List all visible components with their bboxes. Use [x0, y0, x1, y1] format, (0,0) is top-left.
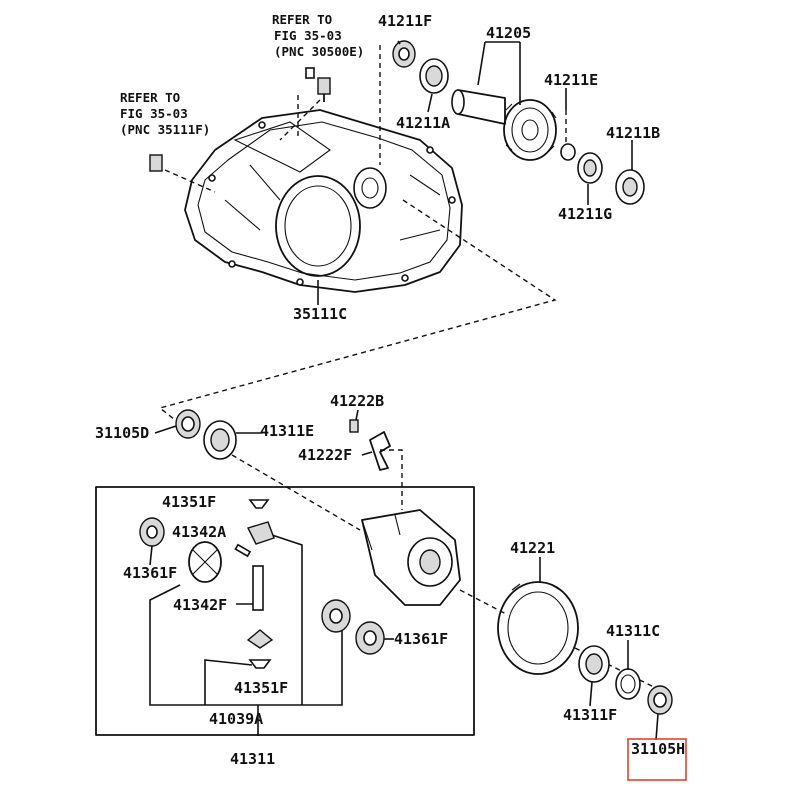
- refer-note-line: (PNC 30500E): [274, 44, 364, 59]
- transaxle-housing-35111C: [184, 109, 463, 293]
- label-41211E: 41211E: [544, 71, 598, 89]
- seal-41211F: [392, 40, 416, 68]
- label-41361F: 41361F: [394, 630, 448, 648]
- shim-41311C: [615, 668, 641, 700]
- bearing-41211B: [615, 169, 645, 205]
- label-41222B: 41222B: [330, 392, 384, 410]
- refer-note-left: REFER TO FIG 35-03 (PNC 35111F): [120, 90, 210, 137]
- label-41311C: 41311C: [606, 622, 660, 640]
- seal-31105D: [175, 409, 201, 439]
- bearing-41311E: [203, 420, 237, 460]
- bolt-icon: [149, 154, 163, 172]
- label-41342A: 41342A: [172, 523, 226, 541]
- side-gear: [247, 521, 275, 545]
- bearing-41311F: [578, 645, 610, 683]
- label-41039A: 41039A: [209, 710, 263, 728]
- label-41211A: 41211A: [396, 114, 450, 132]
- refer-note-upper: REFER TO FIG 35-03 (PNC 30500E): [272, 12, 364, 59]
- refer-note-line: (PNC 35111F): [120, 122, 210, 137]
- highlight-box[interactable]: [627, 738, 687, 781]
- kit-internal-leaders: [149, 534, 343, 736]
- label-41222F: 41222F: [298, 446, 352, 464]
- label-41351F: 41351F: [234, 679, 288, 697]
- washer-41351F: [248, 659, 272, 669]
- label-leaders: [149, 40, 659, 741]
- bearing-41211G: [577, 152, 603, 184]
- label-41311: 41311: [230, 750, 275, 768]
- label-41361F: 41361F: [123, 564, 177, 582]
- refer-note-line: FIG 35-03: [274, 28, 342, 43]
- bolt-41222B: [349, 419, 359, 433]
- pinion-41342A: [188, 541, 252, 583]
- label-35111C: 35111C: [293, 305, 347, 323]
- label-31105D: 31105D: [95, 424, 149, 442]
- refer-note-line: FIG 35-03: [120, 106, 188, 121]
- drive-pinion-gear-41205: [451, 89, 557, 161]
- refer-note-line: REFER TO: [120, 90, 180, 105]
- kit-box-41311: [95, 486, 475, 736]
- label-41351F: 41351F: [162, 493, 216, 511]
- washer-41361F: [139, 517, 165, 547]
- label-41205: 41205: [486, 24, 531, 42]
- differential-case: [361, 509, 461, 606]
- assembly-dashed-lines: [158, 45, 661, 691]
- bracket-41222F: [369, 431, 391, 471]
- label-31105H[interactable]: 31105H: [631, 740, 685, 758]
- side-gear: [246, 629, 274, 649]
- label-41221: 41221: [510, 539, 555, 557]
- bearing-41211A: [419, 58, 449, 94]
- label-41311F: 41311F: [563, 706, 617, 724]
- bolt-icon: [305, 67, 331, 102]
- ring-gear-41221: [497, 581, 579, 675]
- refer-note-line: REFER TO: [272, 12, 332, 27]
- label-41211G: 41211G: [558, 205, 612, 223]
- side-gear: [321, 599, 351, 633]
- shaft-41342F: [252, 565, 264, 611]
- label-41211F: 41211F: [378, 12, 432, 30]
- washer-41351F: [248, 499, 270, 509]
- label-41311E: 41311E: [260, 422, 314, 440]
- seal-31105H: [647, 685, 673, 715]
- highlight-callout-31105H[interactable]: 31105H: [627, 738, 687, 781]
- label-41211B: 41211B: [606, 124, 660, 142]
- label-41342F: 41342F: [173, 596, 227, 614]
- spacer-41211E: [560, 143, 576, 161]
- washer-41361F: [355, 621, 385, 655]
